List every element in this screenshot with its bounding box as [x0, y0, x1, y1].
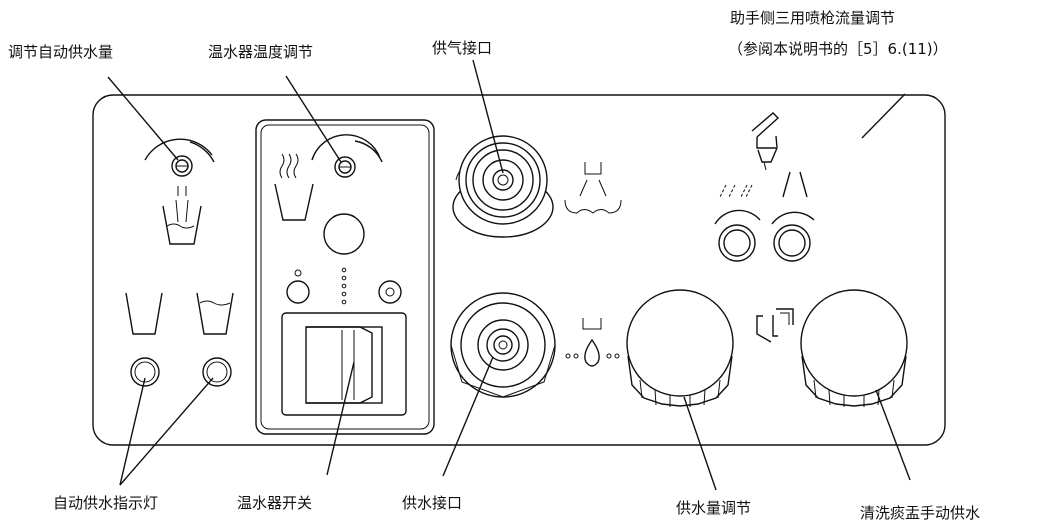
label-auto-water-indicator: 自动供水指示灯 [53, 494, 158, 512]
full-cup-icon [196, 292, 234, 335]
warm-water-cup-icon [274, 153, 314, 221]
heater-subpanel [255, 119, 435, 435]
leader-lines [107, 59, 911, 491]
air-supply-port[interactable] [452, 135, 554, 238]
water-drop-icon [565, 318, 620, 367]
label-heater-switch: 温水器开关 [237, 494, 312, 512]
empty-cup-icon [125, 292, 163, 335]
spittoon-flush-knob[interactable] [800, 289, 908, 407]
label-adjust-auto-water: 调节自动供水量 [8, 43, 113, 61]
air-syringe-icon [564, 162, 622, 214]
heater-lamp [323, 213, 365, 255]
syringe-flow-knob-left[interactable] [714, 209, 761, 262]
panel-outline [92, 94, 946, 446]
label-air-supply-port: 供气接口 [432, 39, 492, 57]
indicator-light-left [130, 357, 160, 387]
label-heater-temp: 温水器温度调节 [208, 43, 313, 61]
syringe-icon [751, 112, 780, 171]
heater-rocker-switch[interactable] [281, 312, 407, 416]
spittoon-icon [772, 308, 794, 337]
indicator-light-right [202, 357, 232, 387]
auto-water-volume-knob[interactable] [144, 138, 215, 177]
water-flow-knob[interactable] [626, 289, 734, 407]
auto-water-cup-icon [162, 186, 202, 245]
label-water-flow-adjust: 供水量调节 [676, 499, 751, 517]
cup-fill-icon [756, 315, 772, 343]
label-syringe-flow-line1: 助手侧三用喷枪流量调节 [730, 9, 895, 27]
label-syringe-flow-line2: （参阅本说明书的［5］6.(11)） [728, 40, 948, 58]
water-supply-port[interactable] [450, 292, 556, 398]
heater-on-indicator [378, 280, 402, 304]
spray-pattern-icons [719, 171, 808, 198]
heater-dots [341, 267, 347, 305]
syringe-flow-knob-right[interactable] [771, 211, 815, 262]
label-manual-water-flush: 清洗痰盂手动供水 [860, 504, 980, 522]
label-water-supply-port: 供水接口 [402, 494, 462, 512]
heater-off-indicator [286, 269, 310, 304]
heater-temp-knob[interactable] [311, 134, 383, 178]
